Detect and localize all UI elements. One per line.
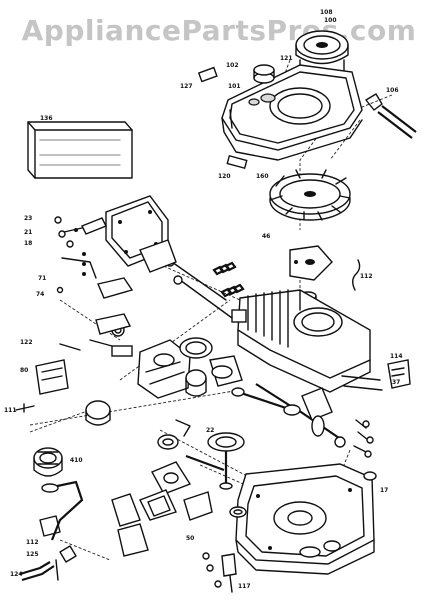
callout: 124 <box>10 571 23 578</box>
fuel-tube <box>19 545 77 582</box>
recoil-starter <box>295 30 349 71</box>
callout: 22 <box>206 427 214 434</box>
cylinder-block <box>231 289 371 393</box>
air-filter-element <box>27 121 133 179</box>
callout: 112 <box>26 539 39 546</box>
crankshaft <box>255 383 346 448</box>
decal-plate <box>197 66 218 83</box>
carburetor <box>89 313 191 399</box>
blower-housing <box>221 64 363 161</box>
callout: 112 <box>360 273 373 280</box>
small-hardware-left <box>54 216 134 299</box>
callout: 102 <box>226 62 239 69</box>
callout: 160 <box>256 173 269 180</box>
callout: 71 <box>38 275 46 282</box>
callout: 80 <box>20 367 28 374</box>
spring <box>352 259 361 291</box>
callout: 37 <box>392 379 400 386</box>
small-hardware-right <box>341 375 383 458</box>
callout: 100 <box>324 17 337 24</box>
callout: 46 <box>262 233 270 240</box>
callout: 121 <box>280 55 293 62</box>
callout: 120 <box>218 173 231 180</box>
fuel-line <box>39 480 84 541</box>
callout: 111 <box>4 407 17 414</box>
callout: 50 <box>186 535 194 542</box>
spark-plug <box>63 217 107 235</box>
callout-labels: 108 100 121 102 127 101 106 136 120 160 … <box>4 9 403 590</box>
callout: 106 <box>386 87 399 94</box>
gaskets <box>111 489 213 557</box>
piston <box>179 337 243 397</box>
small-plate <box>387 359 411 389</box>
callout: 125 <box>26 551 39 558</box>
bolt <box>15 403 35 413</box>
callout: 117 <box>238 583 251 590</box>
governor-parts <box>151 419 225 495</box>
valve-train <box>165 257 245 319</box>
callout: 21 <box>24 229 32 236</box>
watermark-logo: AppliancePartsPros.com <box>21 14 417 47</box>
label-plate <box>226 154 248 170</box>
callout: 122 <box>20 339 33 346</box>
small-hardware-bottom <box>202 552 237 593</box>
cylinder-head <box>105 195 177 273</box>
cam-gear <box>207 432 245 490</box>
callout: 127 <box>180 83 193 90</box>
flywheel <box>269 169 351 221</box>
callout: 74 <box>36 291 44 298</box>
callout: 17 <box>380 487 388 494</box>
callout: 136 <box>40 115 53 122</box>
breather-tube <box>365 93 417 139</box>
callout: 101 <box>228 83 241 90</box>
connecting-rod <box>231 387 301 416</box>
callout: 23 <box>24 215 32 222</box>
muffler <box>33 447 63 477</box>
callout: 108 <box>320 9 333 16</box>
callout: 114 <box>390 353 403 360</box>
callout: 18 <box>24 240 32 247</box>
oil-sump-base <box>235 463 375 575</box>
air-cleaner-parts <box>35 343 111 426</box>
callout: 410 <box>70 457 83 464</box>
oil-seal <box>229 471 377 558</box>
